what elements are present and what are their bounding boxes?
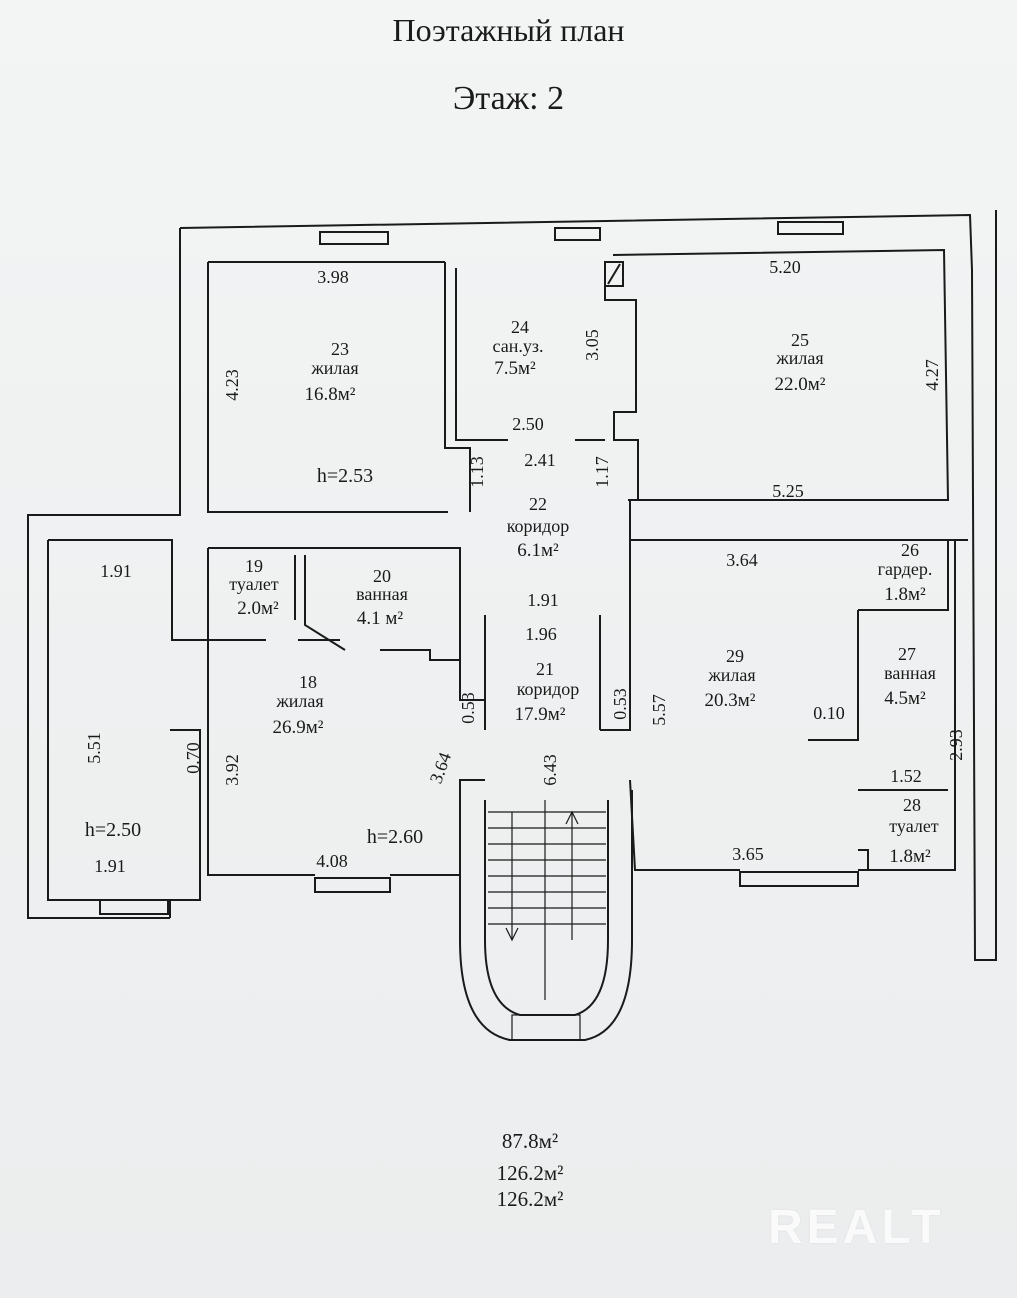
room-name: жилая [775, 348, 823, 368]
dimension: 5.57 [649, 694, 669, 726]
total-area-1: 87.8м² [501, 1129, 559, 1153]
dimension: 0.70 [183, 742, 203, 774]
dimension: 3.92 [222, 754, 242, 786]
dimension: 1.91 [527, 590, 559, 610]
total-area-3: 126.2м² [496, 1187, 564, 1211]
room-name: туалет [229, 574, 279, 594]
dimension: 4.08 [316, 851, 348, 871]
dimension: 3.64 [726, 550, 758, 570]
room-number: 28 [903, 795, 921, 815]
realt-watermark-logo: REALT [768, 1201, 945, 1254]
dimension: 5.20 [769, 257, 801, 277]
dimension: 1.91 [100, 561, 132, 581]
room-name: ванная [884, 663, 936, 683]
room-number: 18 [299, 672, 317, 692]
room-area: 22.0м² [775, 374, 826, 395]
room-25: 25 жилая 22.0м² [775, 330, 826, 395]
room-27: 27 ванная 4.5м² [884, 644, 936, 709]
dimension: 0.10 [813, 703, 845, 723]
room-21: 21 коридор 17.9м² [515, 659, 580, 725]
room-number: 29 [726, 646, 744, 666]
room-name: коридор [507, 516, 570, 536]
room-23: 23 жилая 16.8м² [305, 339, 359, 405]
dimension: 6.43 [540, 754, 560, 786]
room-number: 21 [536, 659, 554, 679]
room-number: 22 [529, 494, 547, 514]
plan-title: Поэтажный план [392, 12, 625, 48]
floor-label: Этаж: 2 [452, 80, 565, 117]
dimension: 2.93 [946, 729, 966, 761]
room-area: 1.8м² [889, 846, 931, 867]
room-number: 19 [245, 556, 263, 576]
room-area: 4.5м² [884, 688, 926, 709]
room-name: коридор [517, 679, 580, 699]
room-area: 16.8м² [305, 384, 356, 405]
room-24: 24 сан.уз. 7.5м² [493, 317, 544, 379]
room-19: 19 туалет 2.0м² [229, 556, 279, 619]
dimension: 5.51 [84, 732, 104, 764]
room-29: 29 жилая 20.3м² [705, 646, 756, 711]
room-area: 17.9м² [515, 704, 566, 725]
dimension: 3.98 [317, 267, 349, 287]
dimension: 5.25 [772, 481, 804, 501]
dimension: 3.65 [732, 844, 764, 864]
room-name: гардер. [878, 559, 933, 579]
room-number: 24 [511, 317, 529, 337]
dimension: 0.53 [610, 688, 630, 720]
room-name: туалет [889, 816, 939, 836]
dimension: 2.50 [512, 414, 544, 434]
dimension: 1.13 [467, 456, 487, 488]
dimension: 2.41 [524, 450, 556, 470]
room-number: 27 [898, 644, 916, 664]
dimension: 4.27 [922, 359, 942, 391]
dimension: 0.53 [458, 692, 478, 724]
total-area-2: 126.2м² [496, 1161, 564, 1185]
ceiling-height: h=2.53 [317, 465, 373, 487]
dimension-labels: 3.98 4.23 h=2.53 3.05 2.50 2.41 1.13 1.1… [84, 257, 966, 876]
outer-wall [179, 210, 997, 961]
outer-wall-left [27, 228, 181, 919]
dimension: 1.96 [525, 624, 557, 644]
dimension: 1.17 [592, 456, 612, 488]
room-area: 7.5м² [494, 358, 536, 379]
room-name: сан.уз. [493, 336, 544, 356]
room-26: 26 гардер. 1.8м² [878, 540, 933, 605]
room-name: ванная [356, 584, 408, 604]
room-28: 28 туалет 1.8м² [889, 795, 939, 867]
room-area: 4.1 м² [357, 608, 404, 629]
room-area: 2.0м² [237, 598, 279, 619]
room-number: 26 [901, 540, 919, 560]
room-area: 6.1м² [517, 540, 559, 561]
room-number: 25 [791, 330, 809, 350]
dimension: 1.52 [890, 766, 922, 786]
room-22: 22 коридор 6.1м² [507, 494, 570, 561]
room-number: 20 [373, 566, 391, 586]
room-area: 20.3м² [705, 690, 756, 711]
room-area: 1.8м² [884, 584, 926, 605]
room-area: 26.9м² [273, 717, 324, 738]
room-20: 20 ванная 4.1 м² [356, 566, 408, 629]
dimension: 3.05 [582, 329, 602, 361]
room-labels: 23 жилая 16.8м² 24 сан.уз. 7.5м² 25 жила… [229, 317, 939, 867]
dimension: 1.91 [94, 856, 126, 876]
room-name: жилая [310, 358, 358, 378]
room-name: жилая [275, 691, 323, 711]
ceiling-height: h=2.60 [367, 826, 423, 848]
dimension: 4.23 [222, 369, 242, 401]
room-18: 18 жилая 26.9м² [273, 672, 324, 738]
ceiling-height: h=2.50 [85, 819, 141, 841]
dimension: 3.64 [426, 750, 456, 786]
room-number: 23 [331, 339, 349, 359]
room-name: жилая [707, 665, 755, 685]
